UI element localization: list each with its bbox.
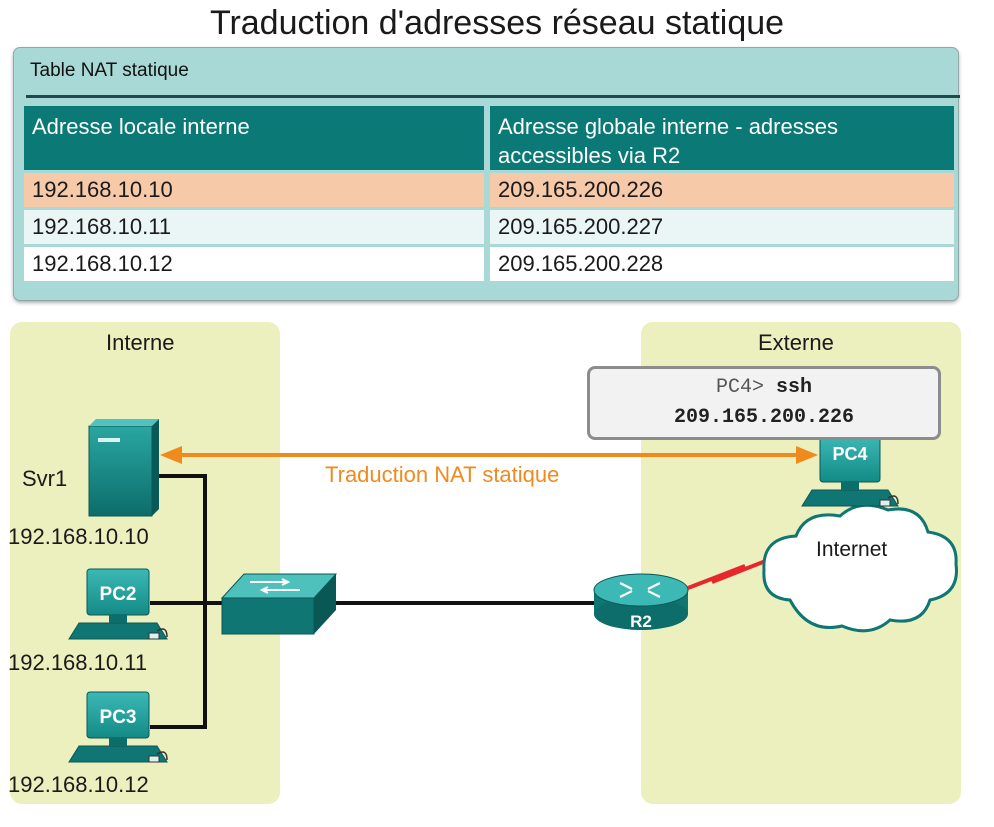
nat-table: Adresse locale interne Adresse globale i… [24, 106, 954, 281]
pc2-label: PC2 [100, 584, 137, 605]
pc3-label: PC3 [100, 707, 137, 728]
router-icon [593, 573, 689, 630]
inside-zone-label: Interne [106, 330, 175, 355]
pc2-ip: 192.168.10.11 [8, 650, 148, 675]
header-inside-local: Adresse locale interne [24, 106, 484, 170]
inside-global-cell: 209.165.200.226 [490, 170, 954, 207]
ethernet-links [150, 474, 595, 729]
page-title: Traduction d'adresses réseau statique [209, 4, 785, 42]
inside-local-cell: 192.168.10.11 [24, 207, 484, 244]
internet-label: Internet [816, 538, 888, 561]
command-name: ssh [776, 376, 813, 399]
inside-global-cell: 209.165.200.228 [490, 244, 954, 281]
server-icon [88, 419, 159, 517]
pc4-label: PC4 [832, 444, 867, 464]
table-row: 192.168.10.12 209.165.200.228 [24, 244, 954, 281]
nat-translation-label: Traduction NAT statique [325, 462, 560, 487]
pc-icon [801, 435, 899, 507]
server-ip: 192.168.10.10 [8, 524, 149, 549]
table-header-row: Adresse locale interne Adresse globale i… [24, 106, 954, 170]
pc-icon [68, 691, 168, 763]
table-row: 192.168.10.10 209.165.200.226 [24, 170, 954, 207]
pc3-ip: 192.168.10.12 [8, 772, 149, 797]
header-inside-global: Adresse globale interne - adresses acces… [490, 106, 954, 170]
nat-arrow [160, 446, 818, 464]
divider [26, 95, 960, 98]
outside-zone-label: Externe [758, 330, 834, 355]
router-label: R2 [630, 612, 652, 631]
command-target: 209.165.200.226 [673, 406, 855, 429]
ssh-command-callout: PC4> ssh 209.165.200.226 [587, 366, 941, 440]
inside-local-cell: 192.168.10.12 [24, 244, 484, 281]
switch-icon [220, 573, 338, 635]
command-prompt: PC4> [715, 376, 764, 399]
server-name: Svr1 [22, 466, 68, 491]
command-line: PC4> ssh [590, 373, 938, 403]
inside-local-cell: 192.168.10.10 [24, 170, 484, 207]
serial-link [687, 558, 769, 590]
nat-table-title: Table NAT statique [30, 60, 189, 81]
table-row: 192.168.10.11 209.165.200.227 [24, 207, 954, 244]
cloud-icon [762, 503, 958, 633]
pc-icon [68, 568, 168, 640]
inside-global-cell: 209.165.200.227 [490, 207, 954, 244]
